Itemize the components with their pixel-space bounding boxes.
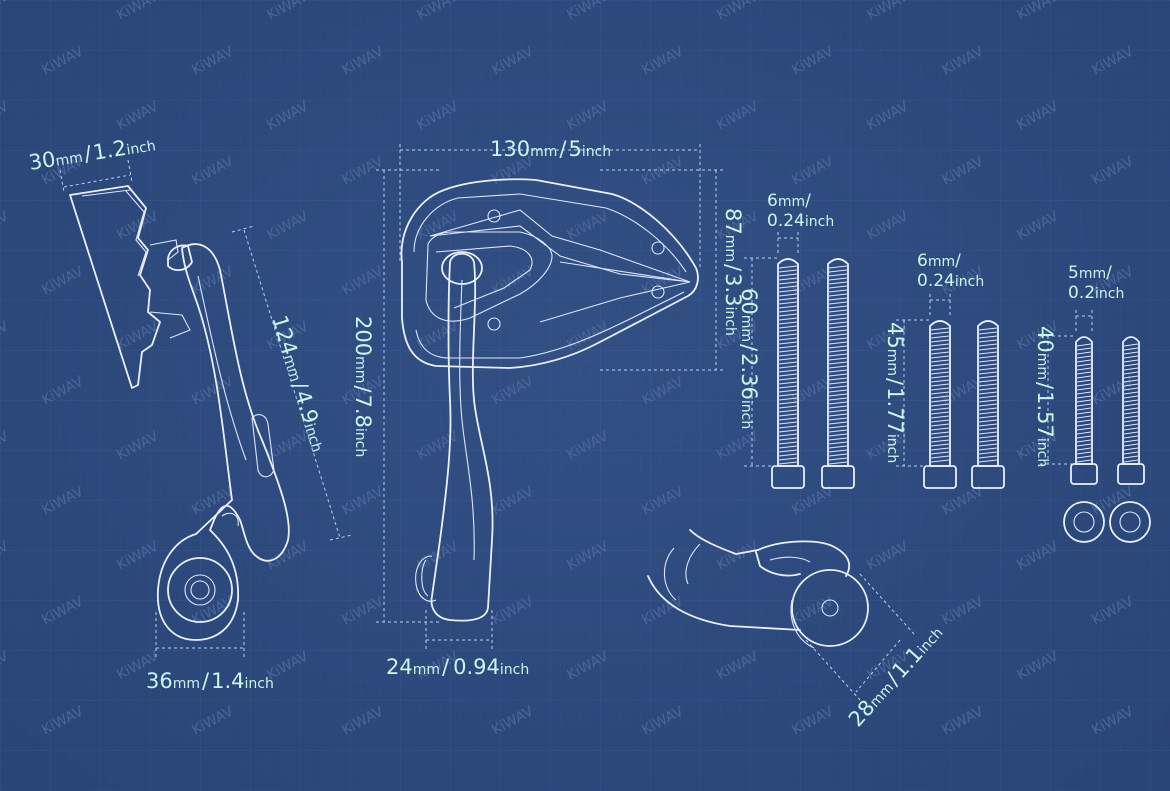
bolt3-length-label: 40mm/1.57inch (1033, 326, 1057, 467)
bolt (1117, 336, 1145, 485)
mirror-width-label: 130mm/5inch (490, 137, 611, 161)
front-view-mirror (400, 178, 699, 622)
side-view-dimension-lines (59, 159, 353, 660)
side-view-mirror (69, 185, 290, 641)
stem-width-label: 24mm/0.94inch (386, 655, 529, 679)
bolt2-diameter-label: 6mm/ 0.24inch (917, 251, 984, 291)
bolt (971, 320, 1005, 489)
clamp-width-label: 30mm/1.2inch (27, 131, 157, 175)
bolt2-length-label: 45mm/1.77inch (883, 322, 907, 463)
total-height-label: 200mm/7.8inch (351, 316, 375, 457)
bolt1-length-label: 60mm/2.36inch (737, 288, 761, 429)
mirror-height-label: 87mm/3.3inch (721, 208, 745, 336)
bolt-set (744, 232, 1151, 543)
washer (1063, 501, 1105, 543)
bolt (821, 258, 855, 489)
washer (1109, 501, 1151, 543)
bolt (923, 320, 957, 489)
bolt3-diameter-label: 5mm/ 0.2inch (1068, 263, 1124, 303)
bolt (771, 258, 805, 489)
mount-detail-view (647, 529, 869, 649)
front-view-dimension-lines (376, 144, 724, 650)
bolt (1070, 336, 1098, 485)
bolt1-diameter-label: 6mm/ 0.24inch (767, 191, 834, 231)
mount-detail-dimension-lines (805, 573, 915, 701)
base-width-label: 36mm/1.4inch (146, 669, 274, 693)
